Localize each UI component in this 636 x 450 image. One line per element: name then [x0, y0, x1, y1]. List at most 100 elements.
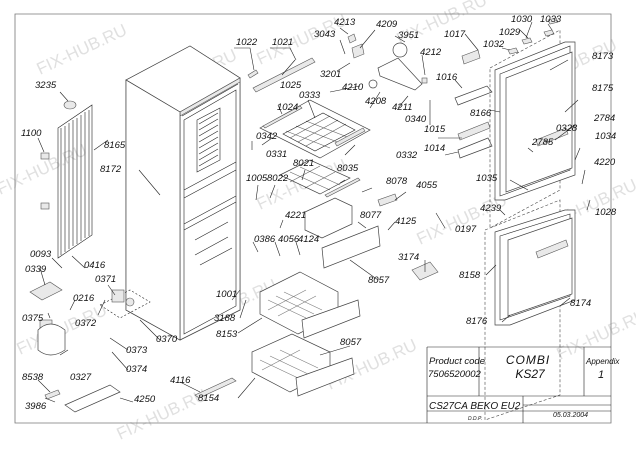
part-label-8153[interactable]: 8153: [216, 329, 238, 340]
part-label-0342[interactable]: 0342: [256, 131, 278, 142]
part-label-8022[interactable]: 8022: [267, 173, 289, 184]
watermark: FIX-HUB.RU: [394, 0, 490, 49]
part-label-1017[interactable]: 1017: [444, 29, 466, 40]
part-label-8021[interactable]: 8021: [293, 158, 314, 169]
condenser: [57, 104, 93, 259]
part-label-1032[interactable]: 1032: [483, 39, 505, 50]
part-label-4208[interactable]: 4208: [365, 96, 387, 107]
part-label-4116[interactable]: 4116: [170, 375, 191, 386]
part-1022-shape: [247, 69, 259, 79]
part-3235-shape: [63, 100, 77, 110]
part-label-1021[interactable]: 1021: [272, 37, 293, 48]
part-label-0373[interactable]: 0373: [126, 345, 148, 356]
drawing-date: 05.03.2004: [553, 412, 588, 419]
part-label-1001[interactable]: 1001: [216, 289, 237, 300]
part-label-1015[interactable]: 1015: [424, 124, 446, 135]
part-label-8174[interactable]: 8174: [570, 298, 591, 309]
part-label-8077[interactable]: 8077: [360, 210, 382, 221]
part-label-4124[interactable]: 4124: [298, 234, 319, 245]
part-label-4209[interactable]: 4209: [376, 19, 398, 30]
part-label-3951[interactable]: 3951: [398, 30, 419, 41]
drawn-by: D.D.P.: [468, 416, 482, 422]
part-label-8166[interactable]: 8166: [470, 108, 492, 119]
part-label-3986[interactable]: 3986: [25, 401, 47, 412]
compressor-group: [29, 281, 151, 413]
part-label-0197[interactable]: 0197: [455, 224, 477, 235]
part-label-4239[interactable]: 4239: [480, 203, 502, 214]
part-label-0340[interactable]: 0340: [405, 114, 427, 125]
part-label-3043[interactable]: 3043: [314, 29, 336, 40]
part-label-0216[interactable]: 0216: [73, 293, 95, 304]
part-label-8154[interactable]: 8154: [198, 393, 219, 404]
crisper-cover: [279, 159, 361, 198]
part-label-1014[interactable]: 1014: [424, 143, 445, 154]
freezer-door: [484, 199, 576, 421]
fridge-door: [489, 29, 576, 229]
product-code-label: Product code: [429, 356, 485, 367]
part-label-0333[interactable]: 0333: [299, 90, 321, 101]
part-label-1016[interactable]: 1016: [436, 72, 458, 83]
part-label-3201[interactable]: 3201: [320, 69, 341, 80]
part-label-4220[interactable]: 4220: [594, 157, 616, 168]
part-label-0371[interactable]: 0371: [95, 274, 116, 285]
part-label-0386[interactable]: 0386: [254, 234, 276, 245]
part-label-0331[interactable]: 0331: [266, 149, 287, 160]
part-label-4125[interactable]: 4125: [395, 216, 417, 227]
part-label-0374[interactable]: 0374: [126, 364, 147, 375]
part-label-3174[interactable]: 3174: [398, 252, 419, 263]
part-label-4250[interactable]: 4250: [134, 394, 156, 405]
part-label-1100[interactable]: 1100: [21, 128, 42, 139]
part-8057-shape: [321, 225, 381, 269]
part-label-4221[interactable]: 4221: [285, 210, 306, 221]
part-label-8078[interactable]: 8078: [386, 176, 408, 187]
part-1021-shape: [252, 57, 316, 93]
part-label-8173[interactable]: 8173: [592, 51, 614, 62]
part-label-3235[interactable]: 3235: [35, 80, 57, 91]
part-label-1034[interactable]: 1034: [595, 131, 616, 142]
part-label-0332[interactable]: 0332: [396, 150, 418, 161]
part-label-1022[interactable]: 1022: [236, 37, 258, 48]
part-label-0372[interactable]: 0372: [75, 318, 97, 329]
part-label-4055[interactable]: 4055: [416, 180, 438, 191]
part-label-2784[interactable]: 2784: [593, 113, 615, 124]
part-label-0327[interactable]: 0327: [70, 372, 92, 383]
part-label-8175[interactable]: 8175: [592, 83, 614, 94]
part-8077-shape: [304, 197, 353, 239]
part-label-0416[interactable]: 0416: [84, 260, 106, 271]
part-label-8035[interactable]: 8035: [337, 163, 359, 174]
part-label-3188[interactable]: 3188: [214, 313, 236, 324]
part-label-8538[interactable]: 8538: [22, 372, 44, 383]
part-label-2785[interactable]: 2785: [531, 137, 554, 148]
part-label-1033[interactable]: 1033: [540, 14, 562, 25]
part-4116-shape: [194, 377, 237, 399]
appendix-value: 1: [598, 369, 604, 381]
part-label-4211[interactable]: 4211: [392, 102, 412, 113]
title-line-1: COMBI: [506, 353, 550, 367]
part-label-8165[interactable]: 8165: [104, 140, 126, 151]
part-label-1028[interactable]: 1028: [595, 207, 617, 218]
part-label-4056[interactable]: 4056: [278, 234, 300, 245]
part-label-0370[interactable]: 0370: [156, 334, 178, 345]
part-label-0328[interactable]: 0328: [556, 123, 578, 134]
part-label-1035[interactable]: 1035: [476, 173, 498, 184]
freezer-baskets: [251, 271, 361, 397]
part-label-0375[interactable]: 0375: [22, 313, 44, 324]
part-label-1025[interactable]: 1025: [280, 80, 302, 91]
part-label-8158[interactable]: 8158: [459, 270, 481, 281]
part-label-8172[interactable]: 8172: [100, 164, 122, 175]
part-label-1024[interactable]: 1024: [277, 102, 298, 113]
leader-lines: [37, 21, 591, 403]
part-1100-shape: [40, 152, 50, 160]
part-label-4212[interactable]: 4212: [420, 47, 442, 58]
part-label-0093[interactable]: 0093: [30, 249, 52, 260]
part-label-1029[interactable]: 1029: [499, 27, 521, 38]
part-label-8176[interactable]: 8176: [466, 316, 488, 327]
part-label-1030[interactable]: 1030: [511, 14, 533, 25]
part-label-4210[interactable]: 4210: [342, 82, 364, 93]
part-label-8057-upper[interactable]: 8057: [368, 275, 390, 286]
part-label-1005[interactable]: 1005: [246, 173, 268, 184]
part-label-4213[interactable]: 4213: [334, 17, 356, 28]
part-label-0339[interactable]: 0339: [25, 264, 47, 275]
product-code-value: 7506520002: [428, 369, 482, 380]
part-label-8057-lower[interactable]: 8057: [340, 337, 362, 348]
